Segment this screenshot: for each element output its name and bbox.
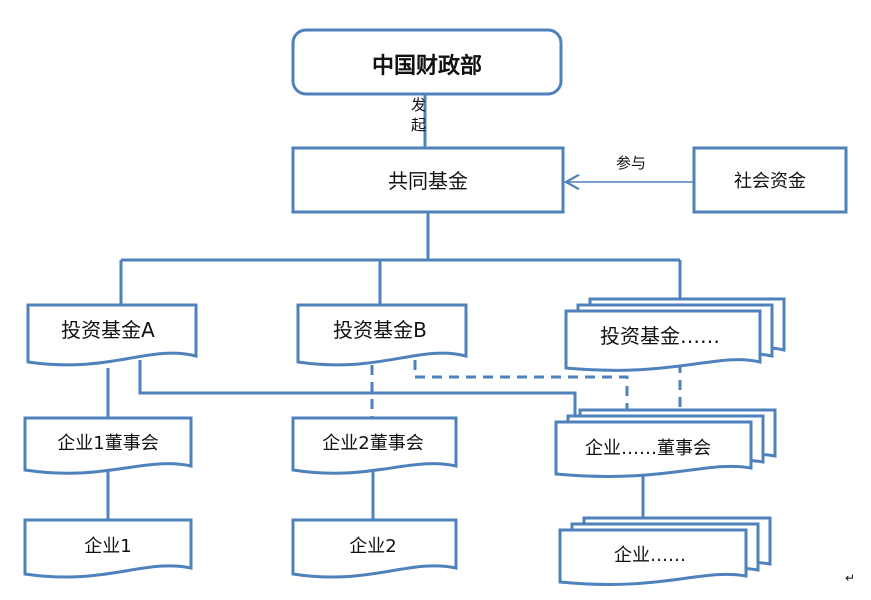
node-fund-a: 投资基金A: [26, 303, 198, 367]
return-mark: ↵: [845, 571, 855, 585]
initiate-label: 发 起 发起: [411, 96, 426, 134]
node-company-2: 企业2: [291, 518, 458, 579]
social-capital-label: 社会资金: [734, 171, 806, 192]
board-more-label: 企业……董事会: [585, 438, 711, 459]
node-social-capital: 社会资金: [692, 146, 848, 214]
connector-a-board-more: [138, 360, 577, 420]
node-fund-more: 投资基金……: [564, 297, 786, 372]
board-2-label: 企业2董事会: [322, 433, 423, 454]
initiate-char-2: 起: [411, 116, 426, 134]
company-more-label: 企业……: [614, 545, 686, 566]
ministry-label: 中国财政部: [372, 53, 482, 79]
node-board-more: 企业……董事会: [554, 408, 777, 478]
node-joint-fund: 共同基金: [291, 146, 565, 214]
node-fund-b: 投资基金B: [296, 303, 468, 367]
node-board-1: 企业1董事会: [23, 416, 193, 475]
node-company-more: 企业……: [558, 516, 772, 586]
node-board-2: 企业2董事会: [291, 416, 458, 475]
node-ministry: 中国财政部: [291, 28, 563, 96]
dash-b-board-more: [413, 360, 629, 420]
fund-more-label: 投资基金……: [600, 324, 720, 348]
participate-label: 参与: [616, 154, 646, 172]
board-1-label: 企业1董事会: [57, 433, 158, 454]
fund-a-label: 投资基金A: [61, 318, 155, 342]
connectors: [106, 95, 694, 523]
initiate-char-1: 发: [411, 96, 426, 114]
company-2-label: 企业2: [349, 536, 396, 557]
company-1-label: 企业1: [84, 536, 131, 557]
fund-b-label: 投资基金B: [333, 318, 427, 342]
joint-fund-label: 共同基金: [388, 169, 468, 193]
node-company-1: 企业1: [23, 518, 193, 579]
